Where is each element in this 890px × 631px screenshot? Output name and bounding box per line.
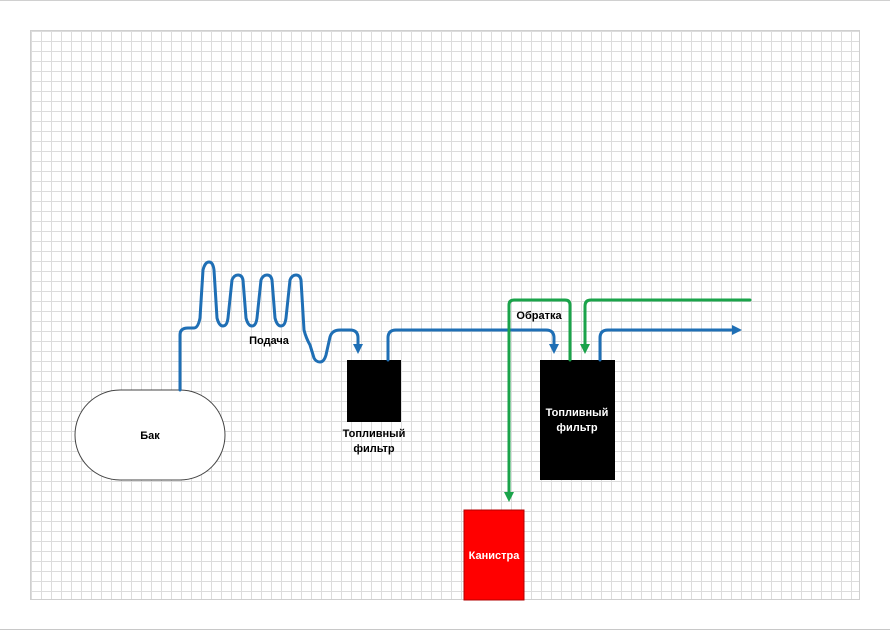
supply-line-outlet — [598, 325, 742, 362]
tank-shape — [74, 389, 226, 481]
filter1-node[interactable]: Топливный фильтр — [343, 360, 406, 455]
filter1-label-line1: Топливный — [343, 428, 406, 440]
supply-edge-label: Подача — [249, 335, 290, 347]
supply-line-filter1-to-filter2 — [386, 328, 559, 362]
filter1-label-line2: фильтр — [353, 443, 395, 455]
canister-node[interactable]: Канистра — [463, 509, 525, 601]
supply-line-coil — [178, 260, 363, 392]
filter2-node[interactable]: Топливный фильтр — [540, 360, 615, 480]
return-line-to-canister — [504, 298, 572, 502]
canister-label: Канистра — [469, 550, 521, 562]
grid-canvas — [30, 30, 860, 600]
filter2-label-line1: Топливный — [546, 407, 609, 419]
return-edge-label: Обратка — [516, 310, 562, 322]
bottom-border — [0, 629, 890, 630]
filter2-shape — [540, 360, 615, 480]
tank-node[interactable]: Бак — [74, 389, 226, 481]
filter1-shape — [347, 360, 401, 422]
tank-label: Бак — [140, 430, 160, 442]
canister-shape — [463, 509, 525, 601]
return-line-incoming — [580, 298, 752, 354]
filter2-label-line2: фильтр — [556, 422, 598, 434]
top-border — [0, 0, 890, 1]
